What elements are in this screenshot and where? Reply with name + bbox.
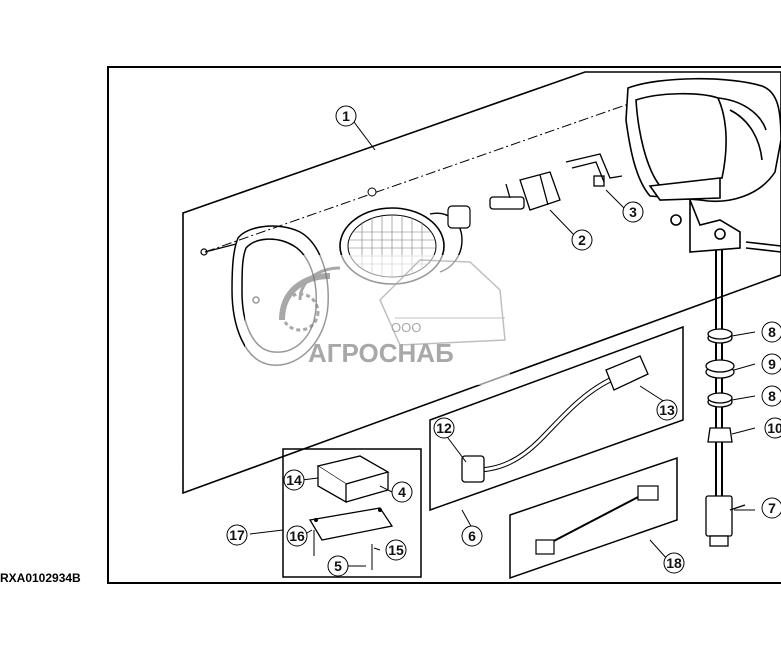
callout-5: 5 (327, 555, 349, 577)
callout-16: 16 (286, 525, 308, 547)
callout-6: 6 (461, 525, 483, 547)
module-panel (282, 448, 422, 578)
mount-stud-harness (705, 250, 746, 547)
svg-text:16: 16 (289, 528, 305, 544)
callout-9: 9 (761, 353, 781, 375)
callout-13: 13 (656, 399, 678, 421)
watermark-line1: ООО (391, 320, 421, 335)
svg-text:17: 17 (229, 527, 245, 543)
pigtail-panel (509, 456, 678, 580)
svg-text:8: 8 (768, 388, 776, 404)
callout-3: 3 (622, 201, 644, 223)
callout-8-lower: 8 (761, 385, 781, 407)
callout-2: 2 (571, 229, 593, 251)
svg-text:7: 7 (768, 500, 776, 516)
bulb (489, 171, 561, 211)
callout-12: 12 (433, 417, 455, 439)
svg-text:3: 3 (629, 204, 637, 220)
svg-text:15: 15 (388, 542, 404, 558)
svg-text:2: 2 (578, 232, 586, 248)
svg-text:13: 13 (659, 402, 675, 418)
svg-text:5: 5 (334, 558, 342, 574)
watermark: ООО АГРОСНАБ (245, 255, 510, 385)
svg-text:6: 6 (468, 528, 476, 544)
svg-text:1: 1 (342, 108, 350, 124)
screw (200, 243, 237, 256)
figure-id: RXA0102934B (0, 571, 81, 585)
svg-text:10: 10 (767, 420, 781, 436)
callout-18: 18 (663, 552, 685, 574)
callout-10: 10 (764, 417, 781, 439)
callout-14: 14 (283, 469, 305, 491)
hex-nut (707, 427, 733, 443)
callout-7: 7 (761, 497, 781, 519)
svg-text:4: 4 (398, 484, 406, 500)
watermark-line2: АГРОСНАБ (308, 338, 454, 368)
harness-panel (429, 325, 684, 512)
callout-8-upper: 8 (761, 321, 781, 343)
callout-4: 4 (391, 481, 413, 503)
svg-text:8: 8 (768, 324, 776, 340)
diagram-frame (107, 66, 781, 584)
lamp-housing (625, 77, 781, 253)
svg-text:12: 12 (436, 420, 452, 436)
callout-15: 15 (385, 539, 407, 561)
light-assembly-panel (182, 71, 781, 495)
callout-17: 17 (226, 524, 248, 546)
callout-1: 1 (335, 105, 357, 127)
svg-text:9: 9 (768, 356, 776, 372)
svg-text:14: 14 (286, 472, 302, 488)
leader-lines (249, 121, 756, 567)
retaining-clip (565, 153, 623, 187)
svg-text:18: 18 (666, 555, 682, 571)
